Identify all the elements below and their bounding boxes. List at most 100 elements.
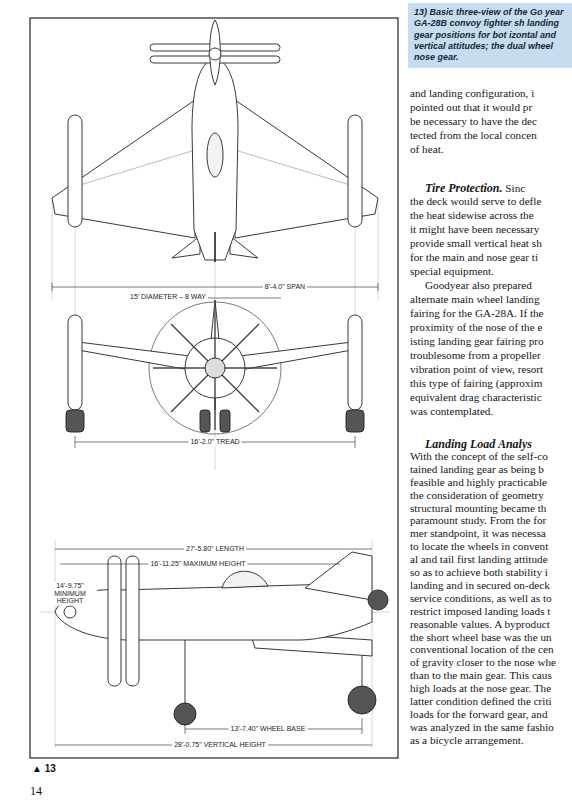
construction-lines-part <box>75 220 76 315</box>
text-line: the heat sidewise across the <box>410 209 534 221</box>
body-text: feasible and highly practicable <box>410 476 547 488</box>
text-line: of gravity closer to the nose whe <box>410 656 556 668</box>
plan-view-part <box>348 115 362 227</box>
text-line: restrict imposed landing loads t <box>410 605 550 617</box>
side-view-part <box>305 552 372 600</box>
text-line: service conditions, as well as to <box>410 592 552 604</box>
body-text: equivalent drag characteristic <box>410 391 542 403</box>
text-line: for the main and nose gear ti <box>410 251 538 263</box>
body-text: Sinc <box>505 182 525 194</box>
body-text: and landing configuration, i <box>410 87 534 99</box>
text-line: Landing Load Analys <box>425 437 532 452</box>
side-view-part <box>174 703 196 725</box>
body-text: landing and in secured on-deck <box>410 579 550 591</box>
side-dimensions <box>55 549 372 745</box>
text-line: pointed out that it would pr <box>410 101 532 113</box>
front-view-part <box>66 410 84 432</box>
body-text: tected from the local concen <box>410 129 537 141</box>
body-text: so as to achieve both stability i <box>410 566 548 578</box>
body-text: was contemplated. <box>410 405 493 417</box>
body-text: loads for the forward gear, and <box>410 708 547 720</box>
side-view-part <box>185 640 186 704</box>
body-text: fairing for the GA-28A. If the <box>410 307 544 319</box>
body-text: proximity of the nose of the e <box>410 321 542 333</box>
body-text: be necessary to have the dec <box>410 115 537 127</box>
side-view-part <box>368 590 388 610</box>
text-line: reasonable values. A byproduct <box>410 618 550 630</box>
page-number: 14 <box>30 784 42 799</box>
front-view-part <box>348 315 362 410</box>
plan-view-part <box>235 150 350 185</box>
front-dimensions-part <box>355 436 356 448</box>
body-text: With the concept of the self-co <box>410 450 548 462</box>
text-line: feasible and highly practicable <box>410 476 547 488</box>
text-line: so as to achieve both stability i <box>410 566 548 578</box>
body-text: alternate main wheel landing <box>410 293 540 305</box>
plan-view-part <box>210 20 221 85</box>
text-line: than to the main gear. This caus <box>410 669 552 681</box>
text-line: provide small vertical heat sh <box>410 237 542 249</box>
front-view-part <box>215 398 216 410</box>
side-dimensions-part <box>185 724 186 734</box>
dimension-label: 8'-4.0" SPAN <box>263 283 307 291</box>
body-text: the short wheel base was the un <box>410 631 552 643</box>
front-view-part <box>205 358 225 378</box>
dimension-label: 15' DIAMETER – 8 WAY <box>128 293 208 301</box>
construction-lines-part <box>355 220 356 315</box>
body-text: al and tail first landing attitude <box>410 553 548 565</box>
body-text: pointed out that it would pr <box>410 101 532 113</box>
side-view-part <box>108 556 121 686</box>
section-heading: Tire Protection. <box>425 181 503 195</box>
text-line: as a bicycle arrangement. <box>410 734 524 746</box>
side-view-part <box>362 656 363 686</box>
construction-lines-part <box>55 540 56 748</box>
front-view-part-part <box>171 324 259 412</box>
text-line: paramount study. From the for <box>410 514 546 526</box>
body-text: reasonable values. A byproduct <box>410 618 550 630</box>
span-dimension-part <box>378 283 379 291</box>
plan-view-part <box>209 48 221 60</box>
text-line: the short wheel base was the un <box>410 631 552 643</box>
body-text: vibration point of view, resort <box>410 363 543 375</box>
text-line: and landing configuration, i <box>410 87 534 99</box>
body-text: special equipment. <box>410 265 494 277</box>
body-text: the heat sidewise across the <box>410 209 534 221</box>
text-line: fairing for the GA-28A. If the <box>410 307 544 319</box>
text-line: of heat. <box>410 143 444 155</box>
side-view-part <box>126 556 139 686</box>
side-view-part <box>64 606 76 618</box>
figure-caption: 13) Basic three-view of the Go year GA-2… <box>408 3 572 68</box>
side-view-part <box>348 686 376 714</box>
front-view-part-part <box>171 324 259 412</box>
text-line: al and tail first landing attitude <box>410 553 548 565</box>
body-text: of gravity closer to the nose whe <box>410 656 556 668</box>
front-view-part <box>240 342 352 370</box>
body-text: the consideration of geometry <box>410 489 544 501</box>
figure-number: ▲ 13 <box>32 763 56 774</box>
text-line: tained landing gear as being b <box>410 463 544 475</box>
text-line: high loads at the nose gear. The <box>410 682 551 694</box>
front-view-part <box>149 302 281 434</box>
body-text: troublesome from a propeller <box>410 349 541 361</box>
text-line: With the concept of the self-co <box>410 450 548 462</box>
text-line: the deck would serve to defle <box>410 195 541 207</box>
plan-view-part <box>192 58 238 260</box>
text-line: was contemplated. <box>410 405 493 417</box>
plan-view-part <box>207 133 223 177</box>
text-line: be necessary to have the dec <box>410 115 537 127</box>
dimension-label: 16'-11.25" MAXIMUM HEIGHT <box>148 560 247 568</box>
span-dimension <box>52 283 378 291</box>
body-text: mer standpoint, it was necessa <box>410 527 546 539</box>
side-view <box>55 552 388 725</box>
construction-lines-part <box>52 200 53 300</box>
body-text: Goodyear also prepared <box>425 279 532 291</box>
text-line: conventional location of the cen <box>410 643 554 655</box>
dimension-label: 13'-7.40" WHEEL BASE <box>229 725 308 733</box>
side-view-part <box>222 571 268 588</box>
span-dimension-part <box>52 287 378 288</box>
body-text: for the main and nose gear ti <box>410 251 538 263</box>
drawing-frame <box>30 18 398 758</box>
plan-view-part <box>68 115 82 227</box>
body-text: as a bicycle arrangement. <box>410 734 524 746</box>
text-line: was analyzed in the same fashio <box>410 721 554 733</box>
